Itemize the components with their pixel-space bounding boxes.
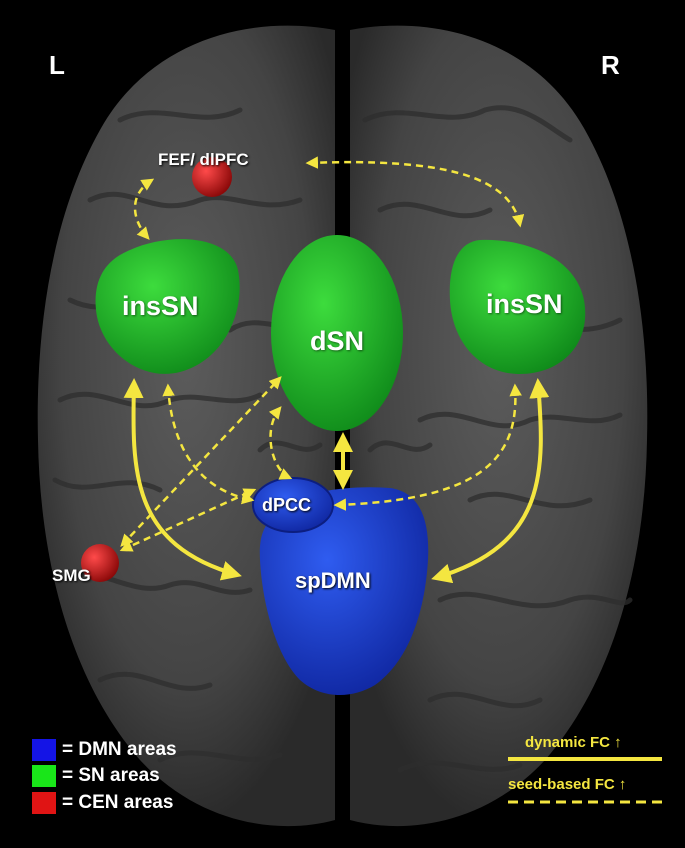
left-hemisphere-label: L xyxy=(49,50,65,80)
arrow-fef-ins-right xyxy=(305,156,525,228)
spdmn-label: spDMN xyxy=(295,568,371,593)
legend-swatch-sn xyxy=(32,765,56,787)
legend-swatch-cen xyxy=(32,792,56,814)
legend-cen: = CEN areas xyxy=(32,790,173,816)
dsn-label: dSN xyxy=(310,326,364,356)
legend-label-cen: = CEN areas xyxy=(62,792,174,813)
fef-dlpfc-label: FEF/ dlPFC xyxy=(158,150,249,169)
sn-regions xyxy=(95,235,586,431)
seed-fc-arrows xyxy=(119,156,525,552)
fc-legend-lines xyxy=(508,757,662,804)
spdmn-blob xyxy=(259,487,429,696)
legend-label-sn: = SN areas xyxy=(62,765,160,786)
legend-dmn: = DMN areas xyxy=(32,737,177,763)
arrow-ins-right-spdmn xyxy=(431,378,550,584)
smg-node xyxy=(81,544,119,582)
arrow-ins-right-dpcc xyxy=(333,383,522,511)
fef-dlpfc-node xyxy=(192,157,232,197)
legend-sn: = SN areas xyxy=(32,763,160,789)
dorsal-sn-blob xyxy=(271,235,403,431)
dpcc-label: dPCC xyxy=(262,495,311,515)
right-hemisphere-label: R xyxy=(601,50,620,80)
seed-fc-label: seed-based FC ↑ xyxy=(508,776,627,793)
ins-right-label: insSN xyxy=(486,289,563,319)
dynamic-fc-label: dynamic FC ↑ xyxy=(525,734,622,751)
right-insula-sn-blob xyxy=(449,239,586,375)
ins-left-label: insSN xyxy=(122,291,199,321)
cen-nodes xyxy=(81,157,232,582)
left-insula-sn-blob xyxy=(95,239,240,374)
left-hemisphere xyxy=(37,25,336,827)
smg-label: SMG xyxy=(52,566,91,585)
arrow-smg-dpcc xyxy=(119,488,257,552)
legend-label-dmn: = DMN areas xyxy=(62,739,177,760)
legend-swatch-dmn xyxy=(32,739,56,761)
arrow-fef-ins-left xyxy=(133,178,155,240)
